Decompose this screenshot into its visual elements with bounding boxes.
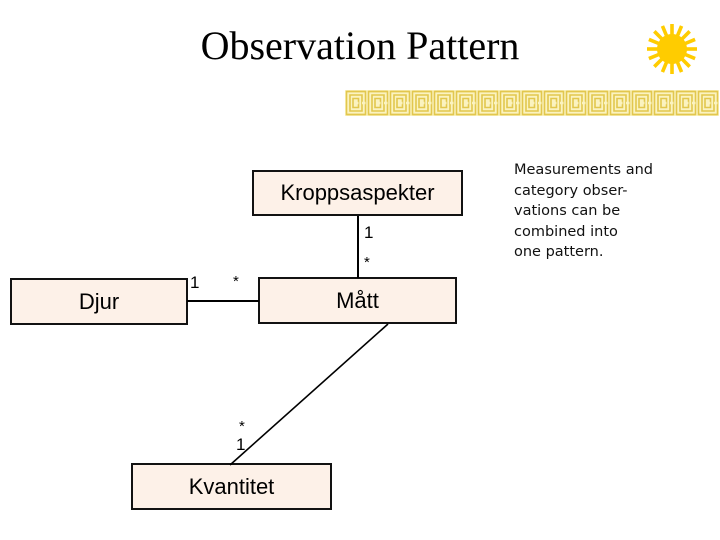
side-note-line: category obser- bbox=[514, 182, 628, 199]
side-note-line: combined into bbox=[514, 223, 618, 240]
association-line-djur-matt bbox=[187, 300, 259, 302]
multiplicity-kroppsaspekter-one: 1 bbox=[364, 223, 374, 242]
association-line-kroppsaspekter-matt bbox=[357, 216, 359, 278]
multiplicity-kvantitet-one: 1 bbox=[236, 435, 246, 454]
uml-class-matt[interactable]: Mått bbox=[258, 277, 457, 324]
multiplicity-matt-star-bottom: * bbox=[239, 418, 245, 435]
multiplicity-matt-star-top: * bbox=[364, 254, 370, 271]
uml-class-djur[interactable]: Djur bbox=[10, 278, 188, 325]
sun-starburst-icon bbox=[645, 22, 699, 76]
side-note-line: one pattern. bbox=[514, 244, 604, 260]
greek-key-border-icon bbox=[345, 90, 719, 116]
side-note-line: vations can be bbox=[514, 203, 621, 219]
association-line-matt-kvantitet bbox=[200, 320, 390, 468]
side-note-line: Measurements and bbox=[514, 162, 653, 178]
page-title: Observation Pattern bbox=[200, 23, 520, 68]
side-note-text: Measurements and category obser- vations… bbox=[514, 160, 710, 263]
multiplicity-matt-star-left: * bbox=[233, 273, 239, 290]
uml-class-kroppsaspekter[interactable]: Kroppsaspekter bbox=[252, 170, 463, 216]
uml-class-kvantitet[interactable]: Kvantitet bbox=[131, 463, 332, 510]
multiplicity-djur-one: 1 bbox=[190, 273, 200, 292]
